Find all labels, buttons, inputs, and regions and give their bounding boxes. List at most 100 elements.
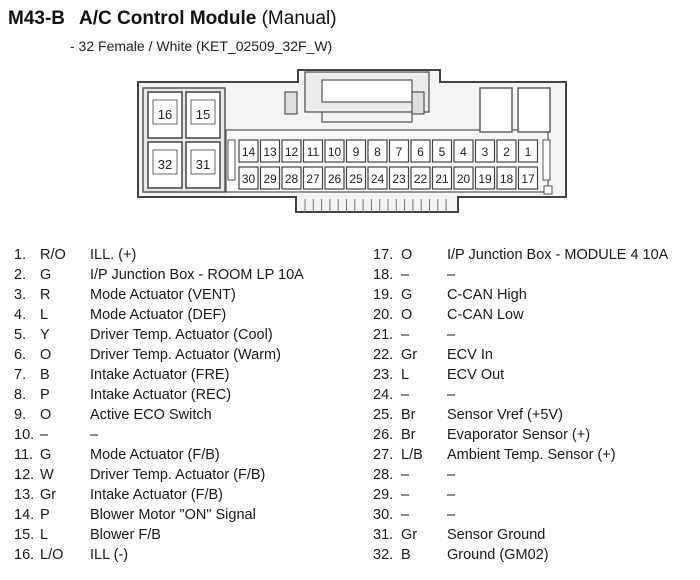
pin-description: C-CAN High bbox=[447, 287, 527, 303]
wire-color: – bbox=[401, 387, 410, 403]
pin-number: 25. bbox=[373, 407, 394, 423]
pin-description: Sensor Ground bbox=[447, 527, 546, 543]
pin-number: 12. bbox=[14, 467, 35, 483]
wire-color: R/O bbox=[40, 247, 66, 263]
pin-cavity: 9 bbox=[345, 139, 367, 163]
pin-description: Blower Motor "ON" Signal bbox=[90, 507, 256, 523]
pin-number: 22. bbox=[373, 347, 394, 363]
wire-color: R bbox=[40, 287, 51, 303]
wire-color: L bbox=[40, 307, 49, 323]
pin-description: Mode Actuator (DEF) bbox=[90, 307, 227, 323]
pin-label: 5 bbox=[439, 145, 446, 159]
wire-color: – bbox=[401, 467, 410, 483]
pin-number: 9. bbox=[14, 407, 27, 423]
pin-number: 3. bbox=[14, 287, 27, 303]
wire-color: G bbox=[40, 267, 52, 283]
pin-cavity: 21 bbox=[431, 166, 453, 190]
pin-number: 8. bbox=[14, 387, 27, 403]
large-pin-cavity: 31 bbox=[185, 141, 221, 189]
pin-label: 25 bbox=[349, 172, 363, 186]
large-pin-cavity: 15 bbox=[185, 91, 221, 139]
pin-label: 22 bbox=[414, 172, 428, 186]
pin-number: 20. bbox=[373, 307, 394, 323]
pin-description: – bbox=[447, 467, 456, 483]
pin-cavity: 20 bbox=[453, 166, 474, 190]
wire-color: O bbox=[401, 247, 413, 263]
pin-label: 29 bbox=[263, 172, 277, 186]
wire-color: L/B bbox=[401, 447, 423, 463]
pin-description: Intake Actuator (F/B) bbox=[90, 487, 223, 503]
pin-number: 19. bbox=[373, 287, 394, 303]
wire-color: P bbox=[40, 387, 50, 403]
pin-number: 13. bbox=[14, 487, 35, 503]
wire-color: – bbox=[40, 427, 49, 443]
pin-description: – bbox=[447, 487, 456, 503]
pin-cavity: 12 bbox=[281, 139, 302, 163]
pin-label: 26 bbox=[328, 172, 342, 186]
pin-number: 1. bbox=[14, 247, 27, 263]
empty-cavity-left bbox=[479, 87, 513, 133]
pin-description: Driver Temp. Actuator (F/B) bbox=[90, 467, 266, 483]
pin-cavity: 8 bbox=[367, 139, 388, 163]
pin-label: 1 bbox=[525, 145, 532, 159]
pin-description: Sensor Vref (+5V) bbox=[447, 407, 563, 423]
pin-description: Driver Temp. Actuator (Warm) bbox=[90, 347, 281, 363]
wire-color: G bbox=[40, 447, 52, 463]
pin-label: 27 bbox=[306, 172, 320, 186]
pin-number: 16. bbox=[14, 547, 35, 563]
pin-cavity: 28 bbox=[281, 166, 302, 190]
pin-label: 10 bbox=[328, 145, 342, 159]
wire-color: – bbox=[401, 267, 410, 283]
module-variant: (Manual) bbox=[261, 8, 337, 29]
pin-label: 15 bbox=[196, 107, 210, 122]
latch-line bbox=[321, 112, 413, 123]
pin-cavity: 22 bbox=[410, 166, 431, 190]
pin-description: Active ECO Switch bbox=[90, 407, 212, 423]
pin-cavity: 1 bbox=[517, 139, 539, 163]
pin-label: 24 bbox=[371, 172, 385, 186]
pin-label: 4 bbox=[460, 145, 467, 159]
empty-cavity-right bbox=[517, 87, 551, 133]
wire-color: Br bbox=[401, 427, 416, 443]
pin-label: 8 bbox=[374, 145, 381, 159]
pin-description: Blower F/B bbox=[90, 527, 161, 543]
pin-number: 2. bbox=[14, 267, 27, 283]
module-name: A/C Control Module bbox=[79, 8, 257, 29]
wire-color: G bbox=[401, 287, 413, 303]
pin-description: ILL. (+) bbox=[90, 247, 137, 263]
pin-number: 23. bbox=[373, 367, 394, 383]
pin-number: 10. bbox=[14, 427, 35, 443]
pin-label: 13 bbox=[263, 145, 277, 159]
wire-color: – bbox=[401, 507, 410, 523]
bracket-left bbox=[227, 139, 236, 181]
pin-cavity: 29 bbox=[259, 166, 281, 190]
bottom-ribs bbox=[304, 199, 447, 212]
pin-cavity: 23 bbox=[388, 166, 410, 190]
pin-number: 11. bbox=[14, 447, 34, 463]
pin-cavity: 7 bbox=[388, 139, 410, 163]
pin-cavity: 27 bbox=[302, 166, 324, 190]
pin-description: Ambient Temp. Sensor (+) bbox=[447, 447, 616, 463]
pin-number: 17. bbox=[373, 247, 394, 263]
pin-number: 6. bbox=[14, 347, 27, 363]
pin-label: 14 bbox=[242, 145, 256, 159]
pin-description: C-CAN Low bbox=[447, 307, 524, 323]
pin-label: 32 bbox=[158, 157, 172, 172]
wire-color: B bbox=[40, 367, 50, 383]
side-key-right bbox=[411, 91, 425, 115]
pin-label: 11 bbox=[307, 145, 320, 159]
pin-cavity: 19 bbox=[474, 166, 496, 190]
pin-description: Mode Actuator (VENT) bbox=[90, 287, 236, 303]
pin-label: 17 bbox=[521, 172, 535, 186]
pin-number: 5. bbox=[14, 327, 27, 343]
wire-color: O bbox=[401, 307, 413, 323]
wire-color: – bbox=[401, 487, 410, 503]
pin-description: I/P Junction Box - ROOM LP 10A bbox=[90, 267, 304, 283]
bracket-right bbox=[542, 139, 551, 181]
pin-number: 26. bbox=[373, 427, 394, 443]
pin-cavity: 17 bbox=[517, 166, 539, 190]
pin-description: – bbox=[447, 387, 456, 403]
pin-description: Mode Actuator (F/B) bbox=[90, 447, 220, 463]
pin-label: 3 bbox=[482, 145, 489, 159]
